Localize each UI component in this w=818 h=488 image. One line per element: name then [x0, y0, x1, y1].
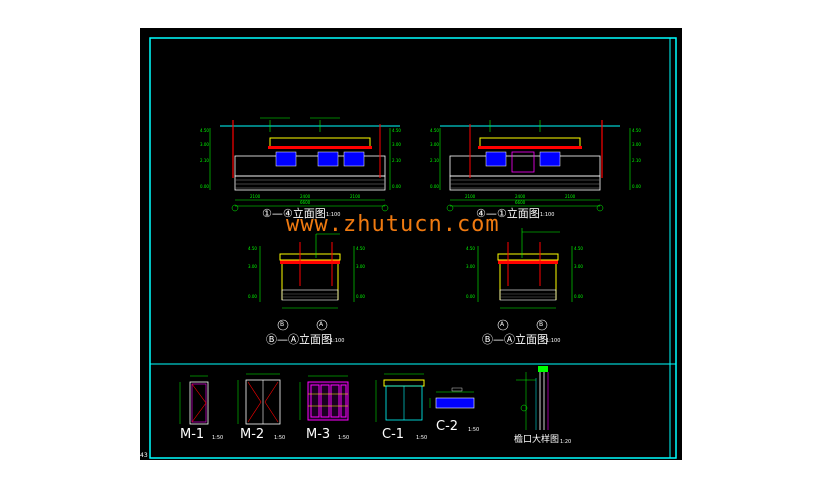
door-m2-drawing [237, 373, 281, 425]
scale-eave-detail: 1:20 [560, 439, 572, 445]
title-side-right: Ⓑ—Ⓐ立面图 [482, 333, 548, 346]
svg-text:0.00: 0.00 [430, 184, 439, 189]
svg-text:2400: 2400 [300, 194, 311, 199]
front-elevation-left: 4.50 3.00 2.10 0.00 4.50 3.00 2.10 0.00 2100 24… [200, 117, 401, 212]
scale-side-right: 1:100 [546, 338, 561, 344]
scale-m1: 1:50 [212, 435, 224, 441]
side-elevation-right: 4.50 3.00 0.00 4.50 3.00 0.00 [466, 228, 583, 331]
svg-text:4.50: 4.50 [392, 128, 401, 133]
door-m1-drawing [179, 375, 209, 425]
svg-text:2.10: 2.10 [430, 158, 439, 163]
axis-marker-b-left: B [280, 321, 285, 328]
side-elevation-left: 4.50 3.00 0.00 4.50 3.00 0.00 [248, 233, 365, 331]
svg-text:4.50: 4.50 [574, 246, 583, 251]
scale-side-left: 1:100 [330, 338, 345, 344]
svg-text:0.00: 0.00 [574, 294, 583, 299]
eave-detail-drawing [516, 366, 549, 430]
title-m2: M-2 [240, 427, 265, 442]
scale-front-right: 1:100 [540, 212, 555, 218]
svg-text:4.50: 4.50 [466, 246, 475, 251]
title-front-right: ④—①立面图 [476, 207, 540, 220]
svg-text:4.50: 4.50 [200, 128, 209, 133]
svg-text:4.50: 4.50 [430, 128, 439, 133]
svg-text:2.10: 2.10 [632, 158, 641, 163]
svg-text:0.00: 0.00 [466, 294, 475, 299]
svg-text:2.10: 2.10 [200, 158, 209, 163]
sheet-corner-number: 43 [140, 452, 148, 459]
scale-c1: 1:50 [416, 435, 428, 441]
svg-text:2100: 2100 [250, 194, 261, 199]
svg-text:3.00: 3.00 [392, 142, 401, 147]
front-elevation-right: 4.50 3.00 2.10 0.00 4.50 3.00 2.10 0.00 2100 24… [430, 120, 641, 212]
svg-text:3.00: 3.00 [466, 264, 475, 269]
svg-text:0.00: 0.00 [632, 184, 641, 189]
window-c2-drawing [429, 387, 475, 409]
title-c1: C-1 [382, 427, 405, 442]
title-front-left: ①—④立面图 [262, 207, 326, 220]
svg-text:2100: 2100 [565, 194, 576, 199]
title-eave-detail: 檐口大样图 [514, 435, 560, 445]
svg-text:3.00: 3.00 [248, 264, 257, 269]
svg-text:3.00: 3.00 [632, 142, 641, 147]
svg-text:6600: 6600 [300, 200, 311, 205]
svg-text:2.10: 2.10 [392, 158, 401, 163]
title-m3: M-3 [306, 427, 331, 442]
svg-text:4.50: 4.50 [632, 128, 641, 133]
svg-text:3.00: 3.00 [356, 264, 365, 269]
axis-marker-b-right: B [539, 321, 544, 328]
scale-m3: 1:50 [338, 435, 350, 441]
scale-front-left: 1:100 [326, 212, 341, 218]
axis-marker-a-right: A [500, 321, 505, 328]
title-m1: M-1 [180, 427, 205, 442]
svg-text:0.00: 0.00 [200, 184, 209, 189]
svg-text:3.00: 3.00 [200, 142, 209, 147]
scale-c2: 1:50 [468, 427, 480, 433]
svg-text:2100: 2100 [465, 194, 476, 199]
window-c1-drawing [375, 373, 425, 422]
door-m3-drawing [299, 375, 349, 421]
svg-text:2400: 2400 [515, 194, 526, 199]
svg-text:0.00: 0.00 [392, 184, 401, 189]
svg-text:6600: 6600 [515, 200, 526, 205]
svg-text:2100: 2100 [350, 194, 361, 199]
svg-text:4.50: 4.50 [356, 246, 365, 251]
drawing-sheet: 4.50 3.00 2.10 0.00 4.50 3.00 2.10 0.00 2100 24… [140, 28, 682, 460]
svg-text:4.50: 4.50 [248, 246, 257, 251]
axis-marker-a-left: A [319, 321, 324, 328]
watermark-text: www.zhutucn.com [286, 212, 500, 237]
title-side-left: Ⓑ—Ⓐ立面图 [266, 333, 332, 346]
svg-text:0.00: 0.00 [356, 294, 365, 299]
sheet-border [149, 37, 677, 459]
svg-text:3.00: 3.00 [574, 264, 583, 269]
title-c2: C-2 [436, 419, 459, 434]
svg-text:0.00: 0.00 [248, 294, 257, 299]
scale-m2: 1:50 [274, 435, 286, 441]
drawing-canvas: 4.50 3.00 2.10 0.00 4.50 3.00 2.10 0.00 2100 24… [149, 37, 677, 459]
svg-text:3.00: 3.00 [430, 142, 439, 147]
